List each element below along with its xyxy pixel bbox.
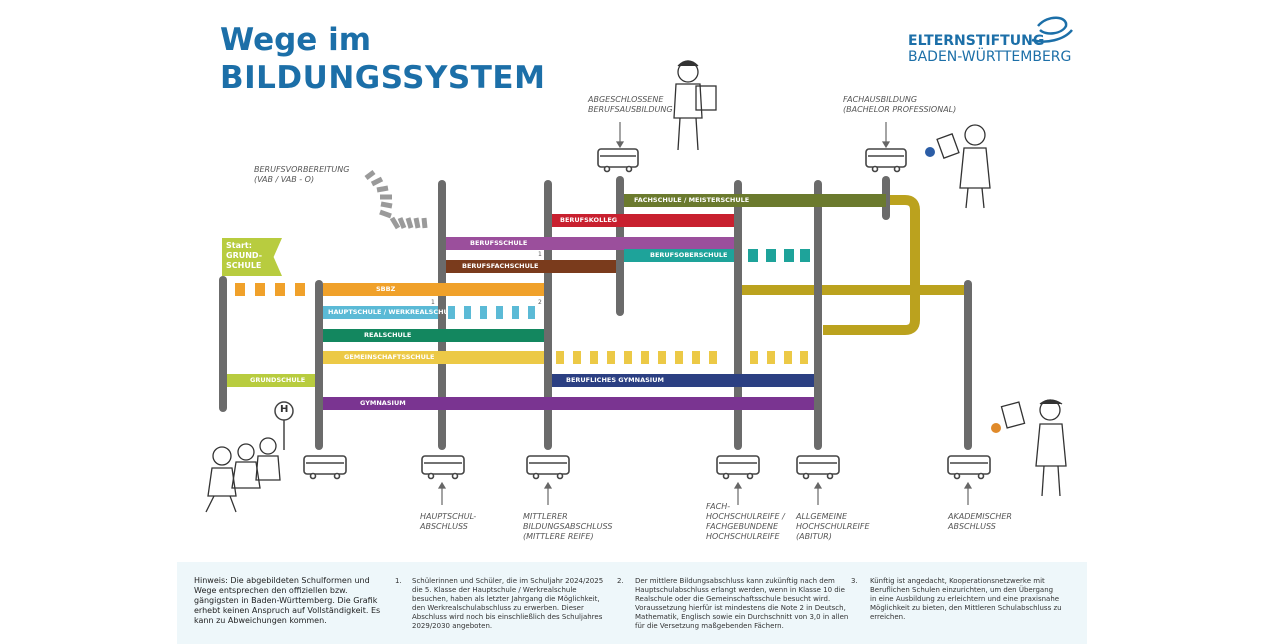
children-group-icon (205, 437, 281, 513)
start-line2: GRUND- (226, 251, 263, 260)
start-flag (222, 238, 282, 276)
start-line1: Start: (226, 241, 252, 250)
track-grundschule-label: GRUNDSCHULE (250, 376, 306, 384)
post-fachhochschulreife (734, 180, 742, 450)
logo-line2: BADEN-WÜRTTEMBERG (908, 49, 1072, 65)
footer-note2-number: 2. (617, 577, 624, 585)
track-hauptschule-label: HAUPTSCHULE / WERKREALSCHULE (328, 308, 458, 316)
post-akademisch (964, 280, 972, 450)
marker-1a: 1 (431, 299, 435, 306)
arrow-icons (437, 122, 973, 505)
track-sbbz-label: SBBZ (376, 285, 396, 293)
post-mittlerer (544, 180, 552, 450)
page-title-line1: Wege im (220, 22, 372, 58)
bus-stop-letter: H (280, 404, 289, 415)
track-realschule (323, 329, 544, 342)
track-gemeinschaftsschule-label: GEMEINSCHAFTSSCHULE (344, 353, 435, 361)
page-title-line2: BILDUNGSSYSTEM (220, 60, 546, 96)
track-berufsschule-label: BERUFSSCHULE (470, 239, 528, 247)
footer-note3: Künftig ist angedacht, Kooperationsnetzw… (870, 577, 1062, 621)
track-gymnasium-label: GYMNASIUM (360, 399, 406, 407)
track-realschule-label: REALSCHULE (364, 331, 412, 339)
logo-line1: ELTERNSTIFTUNG (908, 33, 1045, 49)
track-fachschule (624, 194, 886, 207)
track-berufskolleg-label: BERUFSKOLLEG (560, 216, 618, 224)
marker-2: 2 (538, 299, 542, 306)
footer-note1: Schülerinnen und Schüler, die im Schulja… (412, 577, 604, 630)
logo: ELTERNSTIFTUNG BADEN-WÜRTTEMBERG (908, 33, 1071, 65)
post-grundschule (219, 276, 227, 412)
track-grundschule (227, 374, 315, 387)
footer-note1-number: 1. (395, 577, 402, 585)
student-figure-icon (991, 399, 1067, 497)
marker-1b: 1 (538, 251, 542, 258)
track-berufsfachschule-label: BERUFSFACHSCHULE (462, 262, 539, 270)
label-fachausbildung: FACHAUSBILDUNG(BACHELOR PROFESSIONAL) (843, 95, 957, 114)
bus-icons (303, 148, 991, 480)
track-berufskolleg (552, 214, 734, 227)
label-berufsvorbereitung: BERUFSVORBEREITUNG(VAB / VAB - O) (254, 165, 350, 184)
post-fachausbildung (882, 176, 890, 220)
post-hauptschulabschluss (438, 180, 446, 450)
track-berufliches-gymnasium (552, 374, 814, 387)
footer-note3-number: 3. (851, 577, 858, 585)
track-berufsfachschule (446, 260, 616, 273)
label-hauptschulabschluss: HAUPTSCHUL-ABSCHLUSS (420, 512, 477, 531)
track-sbbz (323, 283, 544, 296)
gold-connector (742, 195, 968, 335)
worker-figure-icon (673, 60, 717, 151)
footer-hint: Hinweis: Die abgebildeten Schulformen un… (194, 576, 381, 625)
track-berufliches-gymnasium-label: BERUFLICHES GYMNASIUM (566, 376, 664, 384)
track-fachschule-label: FACHSCHULE / MEISTERSCHULE (634, 196, 750, 204)
start-line3: SCHULE (226, 261, 262, 270)
track-gemeinschaftsschule (323, 351, 544, 364)
track-hauptschule (323, 306, 438, 319)
start-label: Start: GRUND- SCHULE (226, 241, 262, 271)
track-berufsoberschule (624, 249, 734, 262)
track-gymnasium (323, 397, 814, 410)
track-berufsschule (446, 237, 734, 250)
track-berufsoberschule-label: BERUFSOBERSCHULE (650, 251, 728, 259)
bus-stop-icon (274, 401, 294, 450)
post-abitur (814, 180, 822, 450)
footer-note2: Der mittlere Bildungsabschluss kann zukü… (635, 577, 849, 630)
post-sekundar (315, 280, 323, 450)
graduate-figure-icon (925, 124, 991, 209)
berufsvorbereitung-arc-icon (364, 170, 428, 230)
footer-panel (177, 562, 1087, 644)
